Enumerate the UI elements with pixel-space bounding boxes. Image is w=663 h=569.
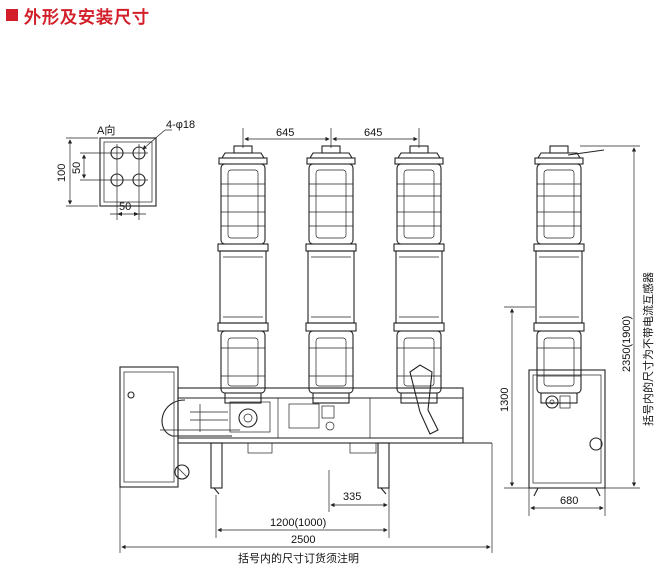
dim-680-label: 680: [560, 495, 578, 507]
side-knob-icon: [589, 437, 603, 451]
hole-spec-label: 4-φ18: [166, 119, 195, 131]
dim-2500-label: 2500: [291, 534, 315, 546]
section-title-text: 外形及安装尺寸: [24, 7, 150, 28]
side-view: 1300 2350(1900) 括号内的尺寸为不带电流互感器 680: [499, 145, 655, 516]
ct-note: 括号内的尺寸为不带电流互感器: [641, 272, 655, 426]
dim-100-label: 100: [56, 164, 68, 182]
dim-50-horizontal-label: 50: [119, 201, 131, 213]
dim-645-right-label: 645: [364, 127, 382, 139]
mounting-hole-icon: [108, 144, 148, 189]
view-label-a: A向: [97, 123, 115, 137]
pole-2: [305, 145, 357, 404]
dim-50-vertical-label: 50: [71, 162, 83, 174]
pole-3: [393, 145, 445, 404]
dim-335-label: 335: [343, 491, 361, 503]
control-cabinet: [119, 366, 179, 488]
dim-1200-label: 1200(1000): [270, 517, 326, 529]
side-pole: [533, 145, 585, 404]
pole-1: [217, 145, 269, 404]
breaker-frame: [177, 387, 464, 444]
dim-2350-label: 2350(1900): [621, 316, 633, 372]
handle-icon: [174, 464, 190, 480]
dim-645-left-label: 645: [276, 127, 294, 139]
front-view: 645 645: [119, 127, 493, 565]
side-cabinet: [528, 369, 606, 489]
detail-view-a: A向 4-φ18 100 50 50: [56, 119, 195, 220]
section-title: 外形及安装尺寸: [6, 4, 150, 28]
dim-1300-label: 1300: [499, 388, 511, 412]
order-note: 括号内的尺寸订货须注明: [238, 551, 359, 565]
red-square-icon: [6, 9, 18, 21]
